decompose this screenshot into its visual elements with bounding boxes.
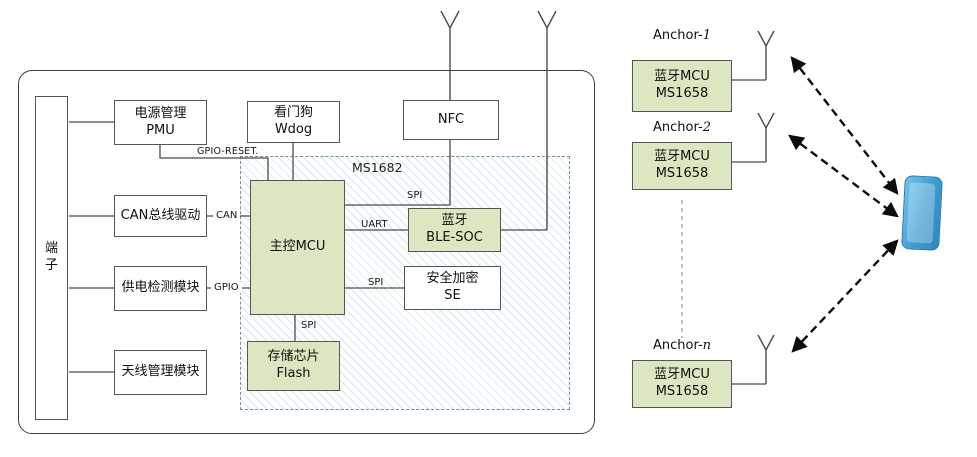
- nfc-block: NFC: [403, 100, 499, 140]
- watchdog-block: 看门狗 Wdog: [247, 101, 340, 143]
- smartphone-icon: [901, 175, 943, 251]
- gpio-bus-label: GPIO: [211, 282, 242, 293]
- ranging-arrow-anchorn: [791, 239, 899, 353]
- flash-block: 存储芯片 Flash: [247, 341, 340, 391]
- ranging-arrow-group: [788, 56, 899, 353]
- anchor2-antenna-icon: [757, 112, 775, 162]
- ble-soc-block: 蓝牙 BLE-SOC: [408, 208, 501, 252]
- anchor1-title-prefix: Anchor-: [653, 28, 703, 43]
- spi-nfc-label: SPI: [407, 190, 423, 201]
- main-mcu-block: 主控MCU: [250, 180, 345, 315]
- gpio-reset-label: GPIO-RESET.: [197, 146, 259, 157]
- anchor2-title: Anchor-2: [632, 120, 732, 135]
- se-block: 安全加密 SE: [404, 266, 501, 310]
- soc-region-label: MS1682: [352, 160, 403, 175]
- ranging-arrow-anchor2: [788, 134, 899, 218]
- smartphone-screen: [906, 182, 936, 244]
- ranging-arrow-anchor1: [790, 56, 899, 195]
- power-detect-block: 供电检测模块: [114, 266, 207, 311]
- anchor2-title-prefix: Anchor-: [653, 120, 703, 135]
- spi-se-label: SPI: [368, 277, 384, 288]
- anchor2-title-index: 2: [702, 120, 711, 135]
- anchorn-antenna-icon: [757, 334, 775, 384]
- anchor1-title: Anchor-1: [632, 28, 732, 43]
- antenna-mgmt-block: 天线管理模块: [114, 350, 207, 395]
- spi-flash-label: SPI: [301, 320, 317, 331]
- anchor2-mcu-block: 蓝牙MCU MS1658: [632, 142, 732, 190]
- uart-label: UART: [361, 219, 388, 230]
- anchor1-title-index: 1: [702, 28, 711, 43]
- anchor1-antenna-icon: [757, 30, 775, 80]
- can-driver-block: CAN总线驱动: [114, 195, 207, 237]
- terminal-block: 端 子: [35, 96, 68, 420]
- anchorn-title: Anchor-n: [632, 338, 732, 353]
- pmu-block: 电源管理 PMU: [114, 100, 207, 145]
- anchorn-title-prefix: Anchor-: [652, 338, 703, 353]
- anchorn-title-index: n: [702, 338, 712, 353]
- can-bus-label: CAN: [213, 210, 241, 221]
- anchor1-mcu-block: 蓝牙MCU MS1658: [632, 60, 732, 112]
- anchorn-mcu-block: 蓝牙MCU MS1658: [632, 360, 732, 408]
